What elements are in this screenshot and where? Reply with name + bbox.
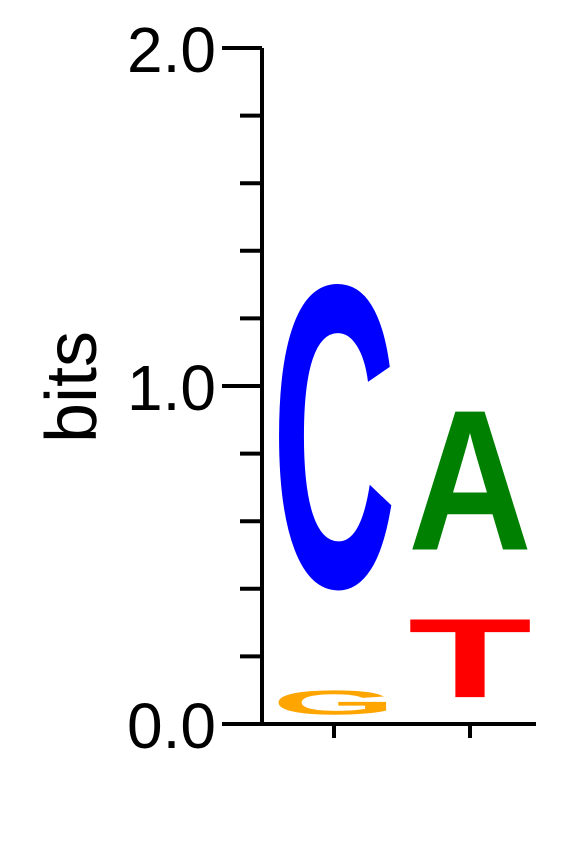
logo-letter-g: G [272, 684, 396, 722]
x-axis [262, 722, 536, 738]
logo-letter-t: T [408, 595, 532, 721]
y-tick-label: 1.0 [127, 352, 216, 424]
logo-letter-a: A [408, 368, 532, 592]
y-tick-label: 0.0 [127, 690, 216, 762]
y-tick-label: 2.0 [127, 14, 216, 86]
logo-letter-c: C [272, 194, 396, 678]
y-axis-label: bits [32, 331, 112, 443]
y-axis: 0.0 1.0 2.0 [127, 14, 264, 762]
